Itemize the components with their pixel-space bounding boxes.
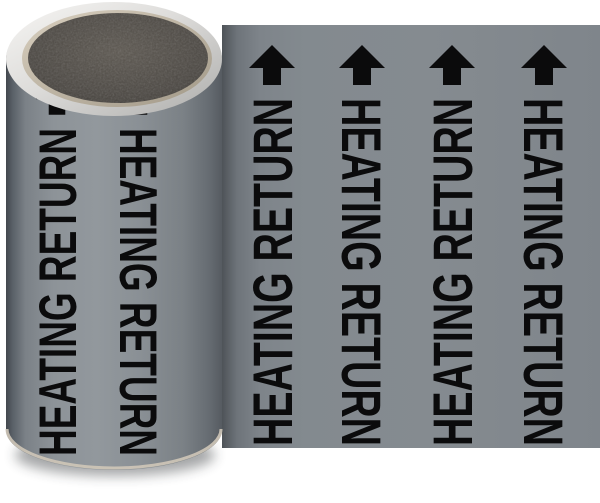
pipe-marker-text: HEATING RETURN	[330, 98, 393, 446]
roll-body	[6, 3, 222, 470]
pipe-marker-text: HEATING RETURN	[29, 128, 88, 456]
roll-core-texture	[28, 13, 208, 103]
pipe-marker-text: HEATING RETURN	[108, 128, 167, 456]
pipe-marker-text: HEATING RETURN	[512, 98, 575, 446]
pipe-marker-text: HEATING RETURN	[421, 98, 484, 446]
flat-tape-surface	[222, 25, 600, 448]
tape-roll: HEATING RETURN HEATING RETURN	[5, 2, 223, 470]
pipe-marker-text: HEATING RETURN	[241, 98, 304, 446]
roll-bottom-rim	[5, 428, 223, 470]
flat-tape: HEATING RETURN HEATING RETURN HEATING RE…	[222, 25, 600, 448]
